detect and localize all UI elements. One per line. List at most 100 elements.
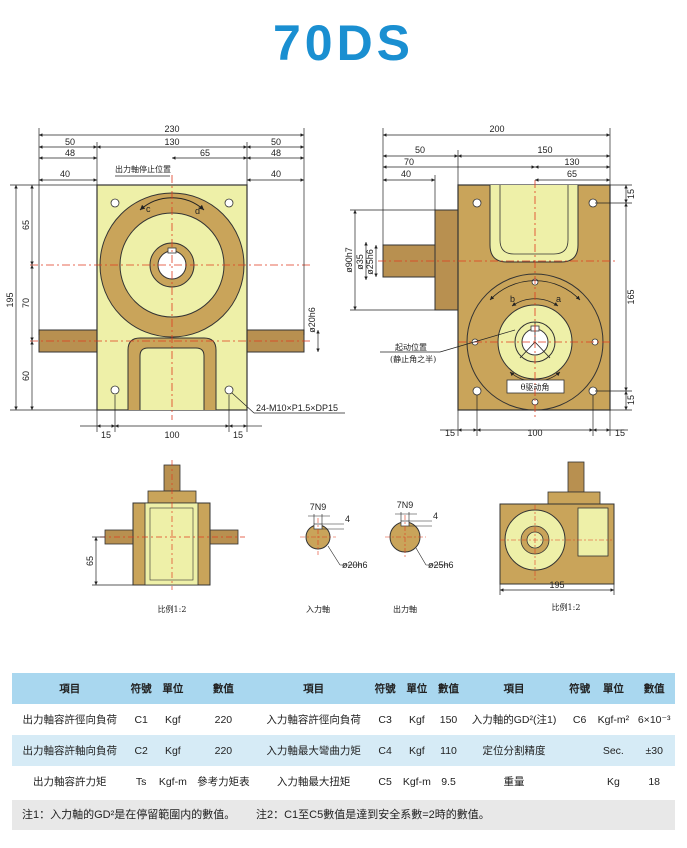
- input-dia: ø20h6: [342, 560, 368, 570]
- table-header: 符號: [565, 673, 594, 704]
- side-label-theta: θ驱动角: [521, 382, 550, 392]
- output-shaft-label: 出力軸: [393, 604, 417, 614]
- table-row: 出力軸容許徑向負荷 C1 Kgf 220 入力軸容許徑向負荷 C3 Kgf 15…: [12, 704, 675, 735]
- table-cell: C2: [127, 735, 155, 766]
- table-header-row: 項目 符號 單位 數值 項目 符號 單位 數值 項目 符號 單位 數值: [12, 673, 675, 704]
- dim-front-bot100: 100: [164, 430, 179, 440]
- dim-side-d90: ø90h7: [344, 247, 354, 273]
- dim-side-overall: 200: [489, 124, 504, 134]
- front-label-c: c: [146, 204, 151, 214]
- dim-front-h70: 70: [21, 298, 31, 308]
- table-cell: Kgf: [398, 735, 435, 766]
- note-1: 注1：入力軸的GD²是在停留範圍内的數值。: [22, 809, 236, 821]
- table-cell: Kgf-m: [402, 775, 431, 788]
- front-mount-hole: [224, 385, 234, 395]
- technical-drawing: 230 50 130 50 48 65 48 40 40 195 65 70 6…: [5, 124, 636, 614]
- table-cell: 110: [434, 735, 463, 766]
- dim-side-d35: ø35: [355, 254, 365, 270]
- dim-front-h65: 65: [21, 220, 31, 230]
- dim-front-left40: 40: [60, 169, 70, 179]
- table-cell: 定位分割精度: [462, 735, 566, 766]
- small-view-left: 65 比例1:2: [85, 460, 245, 614]
- dim-small-195: 195: [549, 580, 564, 590]
- table-header: 項目: [462, 673, 566, 704]
- table-cell: 出力軸容許軸向負荷: [12, 735, 128, 766]
- dim-front-mid130: 130: [164, 137, 179, 147]
- table-cell: C3: [378, 713, 392, 726]
- table-header: 單位: [398, 673, 435, 704]
- table-header: 數值: [434, 673, 463, 704]
- table-cell: [565, 735, 594, 766]
- dim-front-shaft: ø20h6: [307, 307, 317, 333]
- note-2: 注2：C1至C5數值是達到安全系數=2時的數值。: [256, 809, 490, 821]
- table-cell: 入力軸最大彎曲力矩: [255, 735, 372, 766]
- table-cell: 出力軸容許力矩: [32, 776, 107, 788]
- side-label-start-sub: (静止角之半): [390, 354, 436, 364]
- table-cell: C1: [134, 713, 148, 726]
- input-key: 7N9: [310, 502, 327, 512]
- table-cell: 入力軸最大扭矩: [276, 776, 351, 788]
- notes-bar: 注1：入力軸的GD²是在停留範圍内的數值。 注2：C1至C5數值是達到安全系數=…: [12, 800, 675, 830]
- table-cell: 重量: [503, 776, 525, 788]
- table-cell: 220: [190, 735, 256, 766]
- side-label-start: 起动位置: [395, 342, 427, 352]
- front-mount-hole: [224, 198, 234, 208]
- page-title: 70DS: [272, 15, 415, 71]
- dim-small-65: 65: [85, 556, 95, 566]
- dim-front-right65: 65: [200, 148, 210, 158]
- dim-side-40: 40: [401, 169, 411, 179]
- table-cell: 9.5: [441, 775, 456, 788]
- table-header: 項目: [12, 673, 128, 704]
- table-cell: C6: [572, 713, 587, 726]
- table-cell: 入力軸容許徑向負荷: [266, 714, 361, 726]
- table-cell: Kgf: [164, 713, 181, 726]
- front-label-d: d: [195, 206, 200, 216]
- dim-side-v15b: 15: [626, 395, 636, 405]
- table-cell: Kg: [606, 775, 620, 788]
- table-row: 出力軸容許力矩 Ts Kgf-m 參考力矩表 入力軸最大扭矩 C5 Kgf-m …: [12, 766, 675, 797]
- dim-side-b15a: 15: [445, 428, 455, 438]
- dim-side-v15a: 15: [626, 189, 636, 199]
- front-view: 230 50 130 50 48 65 48 40 40 195 65 70 6…: [5, 124, 345, 440]
- dim-front-bot15a: 15: [101, 430, 111, 440]
- dim-side-50: 50: [415, 145, 425, 155]
- front-mount-hole: [110, 385, 120, 395]
- table-header: 數值: [633, 673, 675, 704]
- dim-front-overall: 230: [164, 124, 179, 134]
- front-label-output-stop: 出力軸停止位置: [115, 164, 171, 174]
- table-cell: Kgf: [154, 735, 191, 766]
- table-cell: 參考力矩表: [197, 776, 250, 788]
- side-label-b: b: [510, 294, 515, 304]
- output-key: 7N9: [397, 500, 414, 510]
- table-header: 單位: [593, 673, 634, 704]
- table-header: 符號: [127, 673, 155, 704]
- table-cell: 出力軸容許徑向負荷: [22, 714, 117, 726]
- output-4: 4: [433, 511, 438, 521]
- dim-front-h60: 60: [21, 371, 31, 381]
- table-cell: Kgf: [408, 713, 425, 726]
- side-view: 200 50 150 70 130 40 65 ø90h7 ø35 ø25h6 …: [344, 124, 636, 438]
- table-header: 項目: [255, 673, 372, 704]
- table-cell: ±30: [633, 735, 675, 766]
- table-cell: Kgf-m²: [597, 713, 630, 726]
- table-cell: [566, 766, 594, 797]
- table-header: 單位: [154, 673, 191, 704]
- table-cell: 18: [648, 775, 661, 788]
- dim-side-70: 70: [404, 157, 414, 167]
- table-cell: Ts: [135, 775, 147, 788]
- dim-side-d25: ø25h6: [365, 249, 375, 275]
- input-4: 4: [345, 514, 350, 524]
- output-shaft-section: 7N9 4 ø25h6 出力軸: [385, 500, 454, 614]
- dim-front-left50: 50: [65, 137, 75, 147]
- table-cell: 220: [214, 713, 233, 726]
- input-shaft-label: 入力軸: [306, 604, 330, 614]
- table-cell: Sec.: [593, 735, 634, 766]
- dim-side-150: 150: [537, 145, 552, 155]
- table-cell: C5: [378, 775, 392, 788]
- output-dia: ø25h6: [428, 560, 454, 570]
- table-header: 符號: [371, 673, 399, 704]
- table-cell: 150: [439, 713, 458, 726]
- small-view-right: 195 比例1:2: [499, 461, 615, 612]
- dim-front-bot15b: 15: [233, 430, 243, 440]
- table-cell: 入力軸的GD²(注1): [471, 714, 557, 726]
